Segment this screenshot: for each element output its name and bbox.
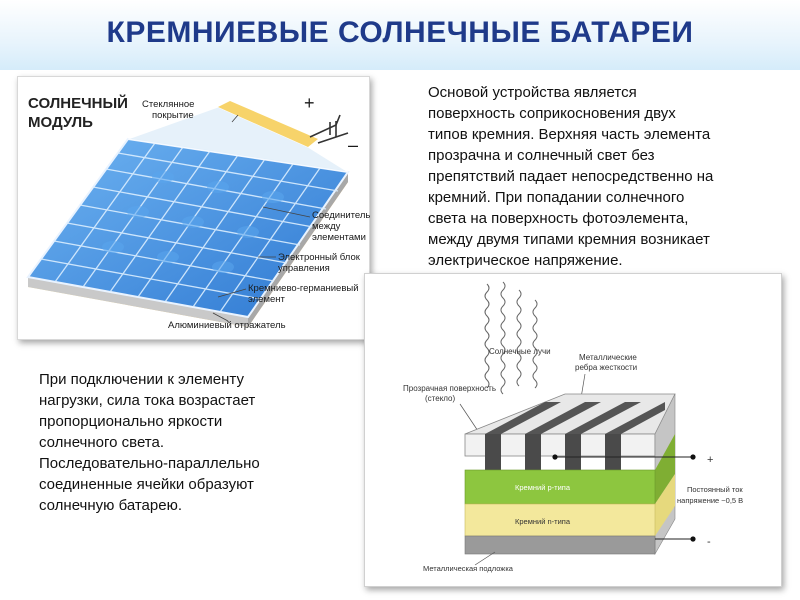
label-connector-3: элементами [312, 232, 366, 243]
n-type-layer [464, 503, 656, 537]
paragraph-right-line: света на поверхность фотоэлемента, [428, 210, 689, 227]
sunray-lines [484, 281, 538, 395]
label-plus-terminal: + [707, 454, 713, 466]
metal-ribs [485, 402, 665, 472]
paragraph-right-line: препятствий падает непосредственно на [428, 168, 714, 185]
label-control-unit-1: Электронный блок [278, 252, 361, 263]
solar-module-figure: СОЛНЕЧНЫЙ МОДУЛЬ Стеклянное покрытие + –… [17, 76, 370, 340]
glass-edge-gold [218, 101, 318, 147]
label-current-1: Постоянный ток [687, 485, 743, 494]
plus-terminal-dot [690, 454, 696, 460]
slide-title: КРЕМНИЕВЫЕ СОЛНЕЧНЫЕ БАТАРЕИ [106, 16, 694, 49]
label-connector-1: Соединитель [312, 210, 370, 221]
solar-cell-diagram: Солнечные лучи Металлические ребра жестк… [403, 281, 743, 573]
label-module-plus: + [304, 93, 315, 113]
label-p-type: Кремний р-типа [515, 483, 571, 492]
label-glass-cover-2: покрытие [152, 110, 194, 121]
label-n-type: Кремний n-типа [515, 517, 571, 526]
paragraph-left: При подключении к элементу нагрузки, сил… [39, 369, 324, 516]
label-aluminium-reflector: Алюминиевый отражатель [168, 320, 286, 331]
label-connector-2: между [312, 221, 341, 232]
paragraph-right-line: прозрачна и солнечный свет без [428, 147, 655, 164]
paragraph-left-line: Последовательно-параллельно [39, 455, 260, 472]
plus-node [552, 454, 558, 460]
paragraph-right-line: между двумя типами кремния возникает [428, 231, 710, 248]
p-type-layer [464, 469, 656, 505]
label-control-unit-2: управления [278, 263, 330, 274]
substrate-leader-line [474, 551, 496, 566]
module-heading-line2: МОДУЛЬ [28, 114, 93, 131]
title-band [0, 0, 800, 70]
paragraph-left-line: солнечного света. [39, 434, 165, 451]
label-sunrays: Солнечные лучи [489, 347, 551, 356]
paragraph-right-line: Основой устройства является [428, 84, 637, 101]
minus-terminal-dot [690, 536, 696, 542]
panel-front-edge [248, 172, 348, 327]
label-transparent-surface-2: (стекло) [425, 394, 455, 403]
connector-wires [309, 114, 349, 144]
leader-lines [212, 114, 311, 322]
paragraph-right: Основой устройства является поверхность … [428, 82, 773, 271]
paragraph-left-line: пропорционально яркости [39, 413, 223, 430]
label-sige-element-1: Кремниево-германиевый [248, 283, 359, 294]
label-ribs-1: Металлические [579, 353, 637, 362]
panel-cells [102, 171, 284, 273]
paragraph-left-line: солнечную батарею. [39, 497, 182, 514]
paragraph-right-line: кремний. При попадании солнечного [428, 189, 685, 206]
module-heading-line1: СОЛНЕЧНЫЙ [28, 94, 128, 112]
label-glass-cover-1: Стеклянное [142, 99, 194, 110]
paragraph-right-line: поверхность соприкосновения двух [428, 105, 676, 122]
paragraph-right-line: электрическое напряжение. [428, 252, 623, 269]
metal-substrate [464, 535, 656, 555]
label-metal-substrate: Металлическая подложка [423, 564, 514, 573]
n-layer-side [655, 474, 675, 536]
label-current-2: напряжение ~0,5 В [677, 496, 743, 505]
panel-side-edge [28, 277, 248, 327]
label-ribs-2: ребра жесткости [575, 363, 637, 372]
paragraph-left-line: соединенные ячейки образуют [39, 476, 254, 493]
label-transparent-surface-1: Прозрачная поверхность [403, 384, 496, 393]
paragraph-right-line: типов кремния. Верхняя часть элемента [428, 126, 711, 143]
label-module-minus: – [348, 135, 358, 155]
solar-module-illustration: СОЛНЕЧНЫЙ МОДУЛЬ Стеклянное покрытие + –… [26, 93, 370, 331]
solar-cell-figure: Солнечные лучи Металлические ребра жестк… [364, 273, 782, 587]
paragraph-left-line: При подключении к элементу [39, 371, 244, 388]
p-layer-side [655, 434, 675, 504]
label-sige-element-2: элемент [248, 294, 286, 305]
paragraph-left-line: нагрузки, сила тока возрастает [39, 392, 256, 409]
label-minus-terminal: - [707, 536, 711, 548]
